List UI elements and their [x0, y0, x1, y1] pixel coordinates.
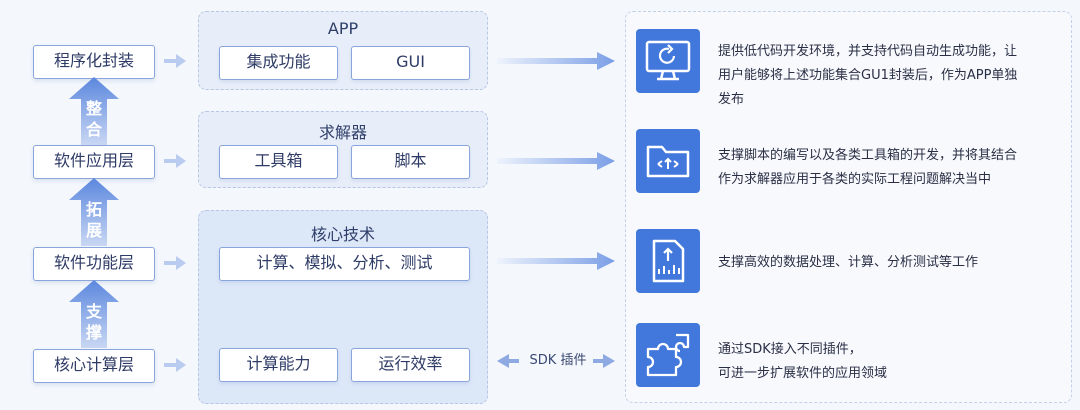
sdk-plugin-label: SDK 插件	[529, 353, 587, 368]
layer-app-packaging[interactable]: 程序化封装	[33, 45, 155, 79]
integrate-up-arrow: 整 合	[69, 77, 119, 145]
feature-desc-1: 提供低代码开发环境，并支持代码自动生成功能，让 用户能够将上述功能集合GU1封装…	[718, 44, 1018, 107]
layer-software-app[interactable]: 软件应用层	[33, 145, 155, 179]
support-up-arrow: 支 撑	[69, 280, 119, 348]
feature-desc-2: 支撑脚本的编写以及各类工具箱的开发，并将其结合 作为求解器应用于各类的实际工程问…	[718, 148, 1018, 187]
feature-desc-4: 通过SDK接入不同插件， 可进一步扩展软件的应用领域	[718, 342, 888, 381]
app-group-title: APP	[327, 19, 359, 38]
core-tech-group-title: 核心技术	[310, 225, 375, 244]
feature-desc-3: 支撑高效的数据处理、计算、分析测试等工作	[718, 255, 979, 270]
expand-label-2: 展	[85, 221, 102, 240]
app-group: APP 集成功能 GUI	[198, 11, 488, 90]
layer-software-function[interactable]: 软件功能层	[33, 247, 155, 281]
chip-toolbox[interactable]: 工具箱	[219, 145, 338, 179]
support-label-1: 支	[85, 302, 102, 321]
expand-up-arrow: 拓 展	[69, 178, 119, 246]
chip-compute-simulate-analyze-test[interactable]: 计算、模拟、分析、测试	[219, 247, 470, 281]
long-right-arrow	[497, 52, 615, 70]
chip-run-efficiency[interactable]: 运行效率	[351, 348, 470, 382]
small-right-arrow	[164, 358, 186, 372]
data-chart-file-icon	[636, 229, 700, 293]
small-right-arrow	[164, 256, 186, 270]
layer-core-compute[interactable]: 核心计算层	[33, 349, 155, 383]
long-right-arrow	[497, 152, 615, 170]
chip-script[interactable]: 脚本	[351, 145, 470, 179]
long-right-arrow	[497, 252, 615, 270]
expand-label-1: 拓	[85, 200, 102, 219]
small-right-arrow	[164, 54, 186, 68]
monitor-refresh-icon	[636, 29, 700, 93]
small-right-arrow	[164, 154, 186, 168]
solver-group: 求解器 工具箱 脚本	[198, 111, 488, 188]
core-tech-group: 核心技术 计算、模拟、分析、测试 计算能力 运行效率	[198, 210, 488, 404]
support-label-2: 撑	[85, 323, 102, 342]
code-folder-icon	[636, 129, 700, 193]
puzzle-plugin-icon	[636, 323, 700, 387]
chip-integrated-functions[interactable]: 集成功能	[219, 46, 338, 80]
integrate-label-1: 整	[85, 99, 102, 118]
chip-gui[interactable]: GUI	[351, 46, 470, 80]
sdk-double-arrow	[497, 354, 615, 368]
solver-group-title: 求解器	[318, 123, 367, 142]
integrate-label-2: 合	[85, 120, 102, 139]
chip-compute-capability[interactable]: 计算能力	[219, 348, 338, 382]
